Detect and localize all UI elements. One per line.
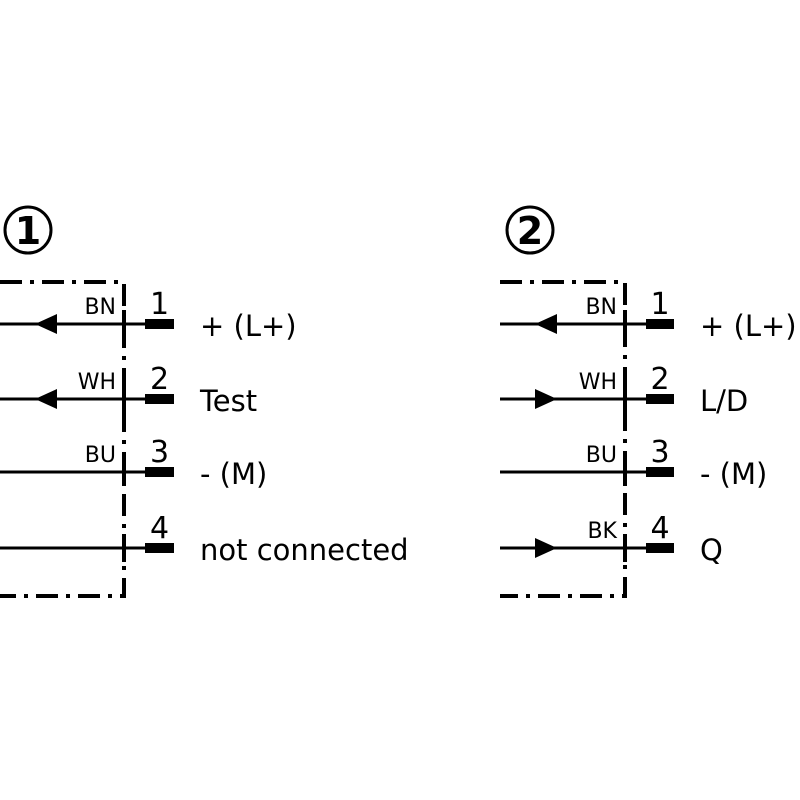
pin-function-label: Q (700, 533, 723, 567)
pin-row-4: BK 4Q (500, 511, 723, 567)
wire-color-label: BN (84, 295, 116, 320)
arrow-left-icon (35, 314, 57, 334)
pin-number: 2 (650, 362, 669, 397)
housing-outline (500, 280, 627, 598)
pin-contact (646, 543, 674, 553)
housing-outline (0, 280, 126, 598)
pin-number: 1 (150, 287, 169, 322)
pin-function-label: - (M) (700, 457, 767, 491)
arrow-right-icon (535, 538, 557, 558)
badge-number: 1 (15, 209, 41, 253)
pin-function-label: + (L+) (200, 309, 297, 343)
pin-contact (646, 319, 674, 329)
badge-number: 2 (517, 209, 543, 253)
pin-row-3: BU 3 - (M) (0, 435, 267, 491)
diagram-badge: 1 (3, 205, 53, 255)
pin-contact (145, 543, 174, 553)
pin-number: 3 (650, 435, 669, 470)
pin-row-3: BU 3 - (M) (500, 435, 767, 491)
pin-number: 3 (150, 435, 169, 470)
wire-color-label: WH (78, 370, 116, 395)
wire-color-label: WH (579, 370, 617, 395)
wire-color-label: BU (586, 443, 617, 468)
pin-number: 4 (650, 511, 669, 546)
pin-contact (145, 394, 174, 404)
arrow-left-icon (35, 389, 57, 409)
pin-row-1: BN 1 + (L+) (500, 287, 797, 343)
pin-number: 2 (150, 362, 169, 397)
badge-circle (505, 205, 555, 255)
diagram-badge: 2 (505, 205, 555, 255)
pin-contact (646, 394, 674, 404)
pin-number: 4 (150, 511, 169, 546)
wire-color-label: BU (85, 443, 116, 468)
pin-function-label: Test (199, 384, 257, 418)
pin-row-1: BN 1 + (L+) (0, 287, 297, 343)
pin-number: 1 (650, 287, 669, 322)
pin-function-label: L/D (700, 384, 748, 418)
pin-row-2: WH 2L/D (500, 362, 748, 418)
badge-circle (3, 205, 53, 255)
pin-contact (646, 467, 674, 477)
pin-row-4: 4 not connected (0, 511, 409, 567)
pin-contact (145, 467, 174, 477)
pin-function-label: not connected (200, 533, 409, 567)
arrow-right-icon (535, 389, 557, 409)
wire-color-label: BK (587, 519, 617, 544)
arrow-left-icon (535, 314, 557, 334)
pin-contact (145, 319, 174, 329)
pin-function-label: - (M) (200, 457, 267, 491)
pin-function-label: + (L+) (700, 309, 797, 343)
wire-color-label: BN (585, 295, 617, 320)
